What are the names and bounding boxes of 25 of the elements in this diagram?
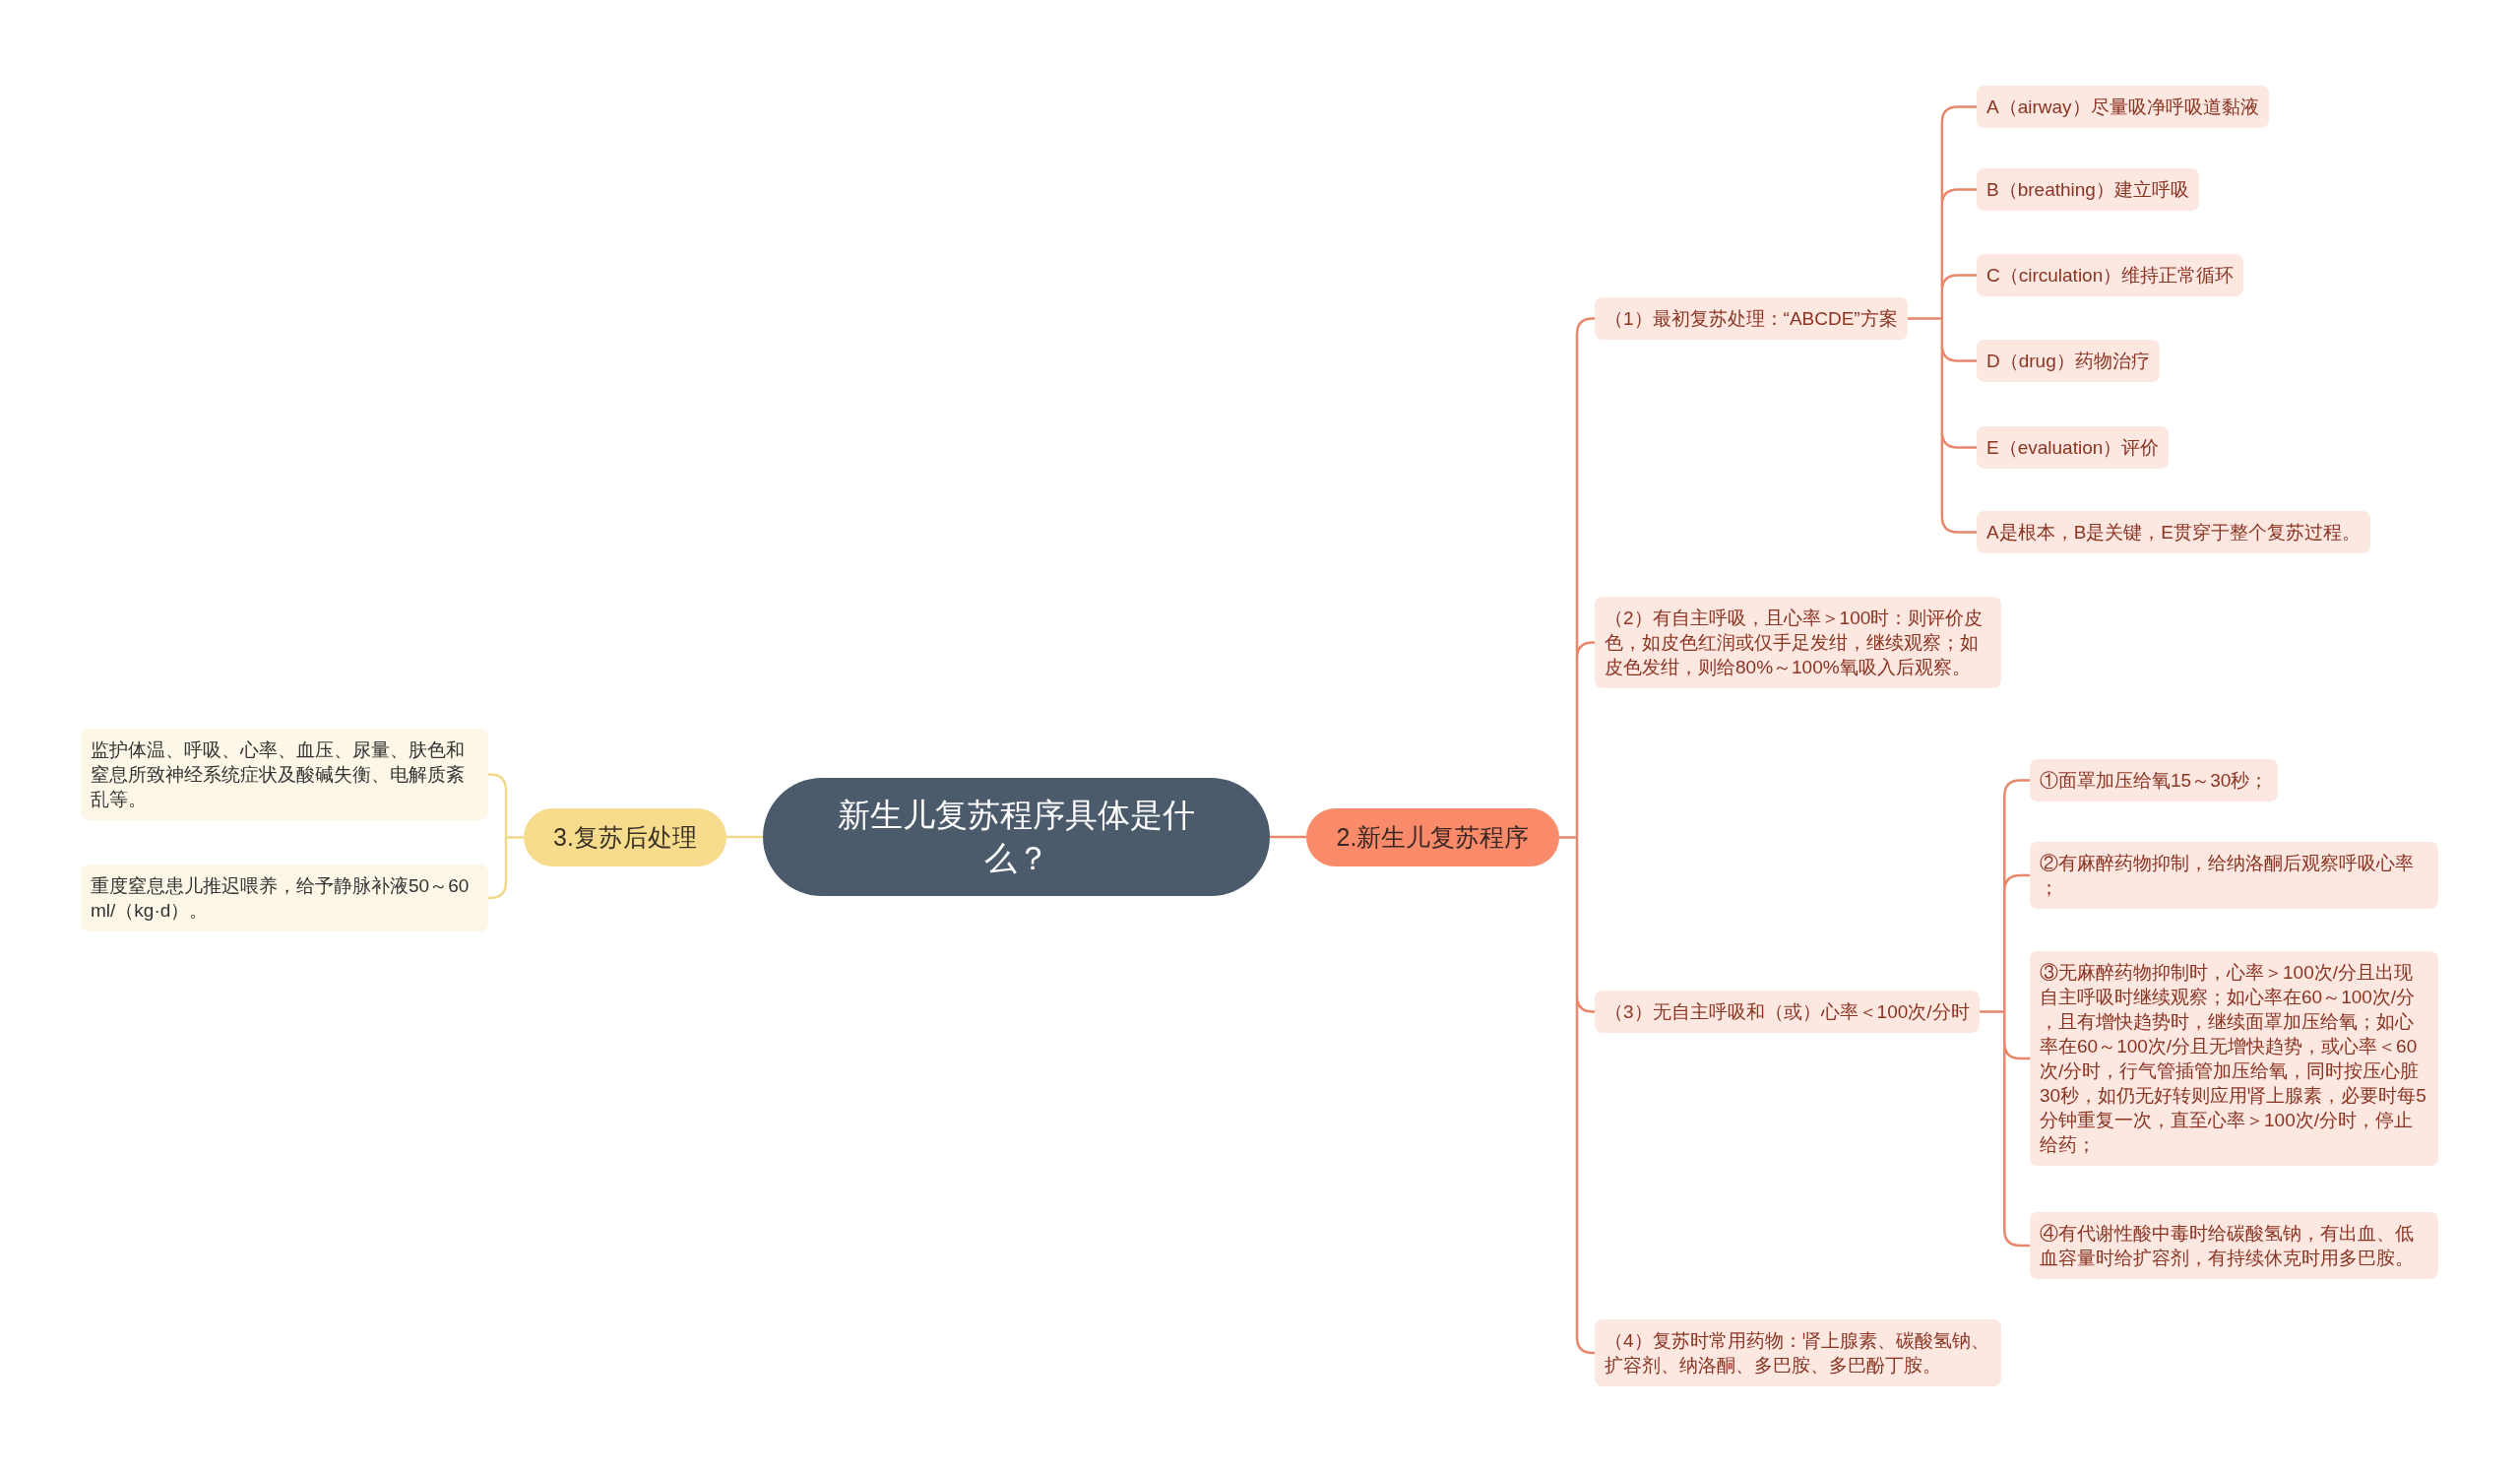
subtopic-box: C（circulation）维持正常循环	[1977, 254, 2244, 296]
subtopic-box: 监护体温、呼吸、心率、血压、尿量、肤色和窒息所致神经系统症状及酸碱失衡、电解质紊乱等。	[81, 729, 488, 820]
connector-line	[1978, 779, 2032, 1248]
subtopic-box: （4）复苏时常用药物：肾上腺素、碳酸氢钠、扩容剂、纳洛酮、多巴胺、多巴酚丁胺。	[1595, 1319, 2001, 1386]
connector-line	[1906, 105, 1979, 534]
subtopic-box: ②有麻醉药物抑制，给纳洛酮后观察呼吸心率；	[2030, 842, 2438, 909]
branch-topic: 3.复苏后处理	[524, 808, 726, 866]
subtopic-box: ④有代谢性酸中毒时给碳酸氢钠，有出血、低血容量时给扩容剂，有持续休克时用多巴胺。	[2030, 1212, 2438, 1279]
branch-topic: 2.新生儿复苏程序	[1306, 808, 1559, 866]
subtopic-box: （1）最初复苏处理：“ABCDE”方案	[1595, 297, 1908, 340]
subtopic-box: B（breathing）建立呼吸	[1977, 168, 2199, 211]
subtopic-box: A是根本，B是关键，E贯穿于整个复苏过程。	[1977, 511, 2371, 553]
central-topic: 新生儿复苏程序具体是什么？	[763, 778, 1270, 896]
connector-line	[1557, 317, 1597, 1355]
subtopic-box: ①面罩加压给氧15～30秒；	[2030, 759, 2279, 801]
subtopic-box: D（drug）药物治疗	[1977, 340, 2160, 382]
connector-line	[486, 773, 526, 900]
subtopic-box: A（airway）尽量吸净呼吸道黏液	[1977, 86, 2269, 128]
connector-line	[726, 835, 763, 839]
subtopic-box: （3）无自主呼吸和（或）心率＜100次/分时	[1595, 991, 1980, 1033]
connector-line	[1270, 835, 1306, 839]
subtopic-box: （2）有自主呼吸，且心率＞100时：则评价皮色，如皮色红润或仅手足发绀，继续观察；如皮色发绀，则给80%～100%氧吸入后观察。	[1595, 597, 2001, 688]
subtopic-box: E（evaluation）评价	[1977, 426, 2170, 469]
subtopic-box: ③无麻醉药物抑制时，心率＞100次/分且出现自主呼吸时继续观察；如心率在60～100次/分，且有增快趋势时，继续面罩加压给氧；如心率在60～100次/分且无增快趋势，或心率＜60次/分时，行气管插管加压给氧，同时按压心脏30秒，如仍无好转则应用肾上腺素，必要时每5分钟重复一次，直至心率＞100次/分时，停止给药；	[2030, 951, 2438, 1166]
subtopic-box: 重度窒息患儿推迟喂养，给予静脉补液50～60ml/（kg·d）。	[81, 865, 488, 931]
